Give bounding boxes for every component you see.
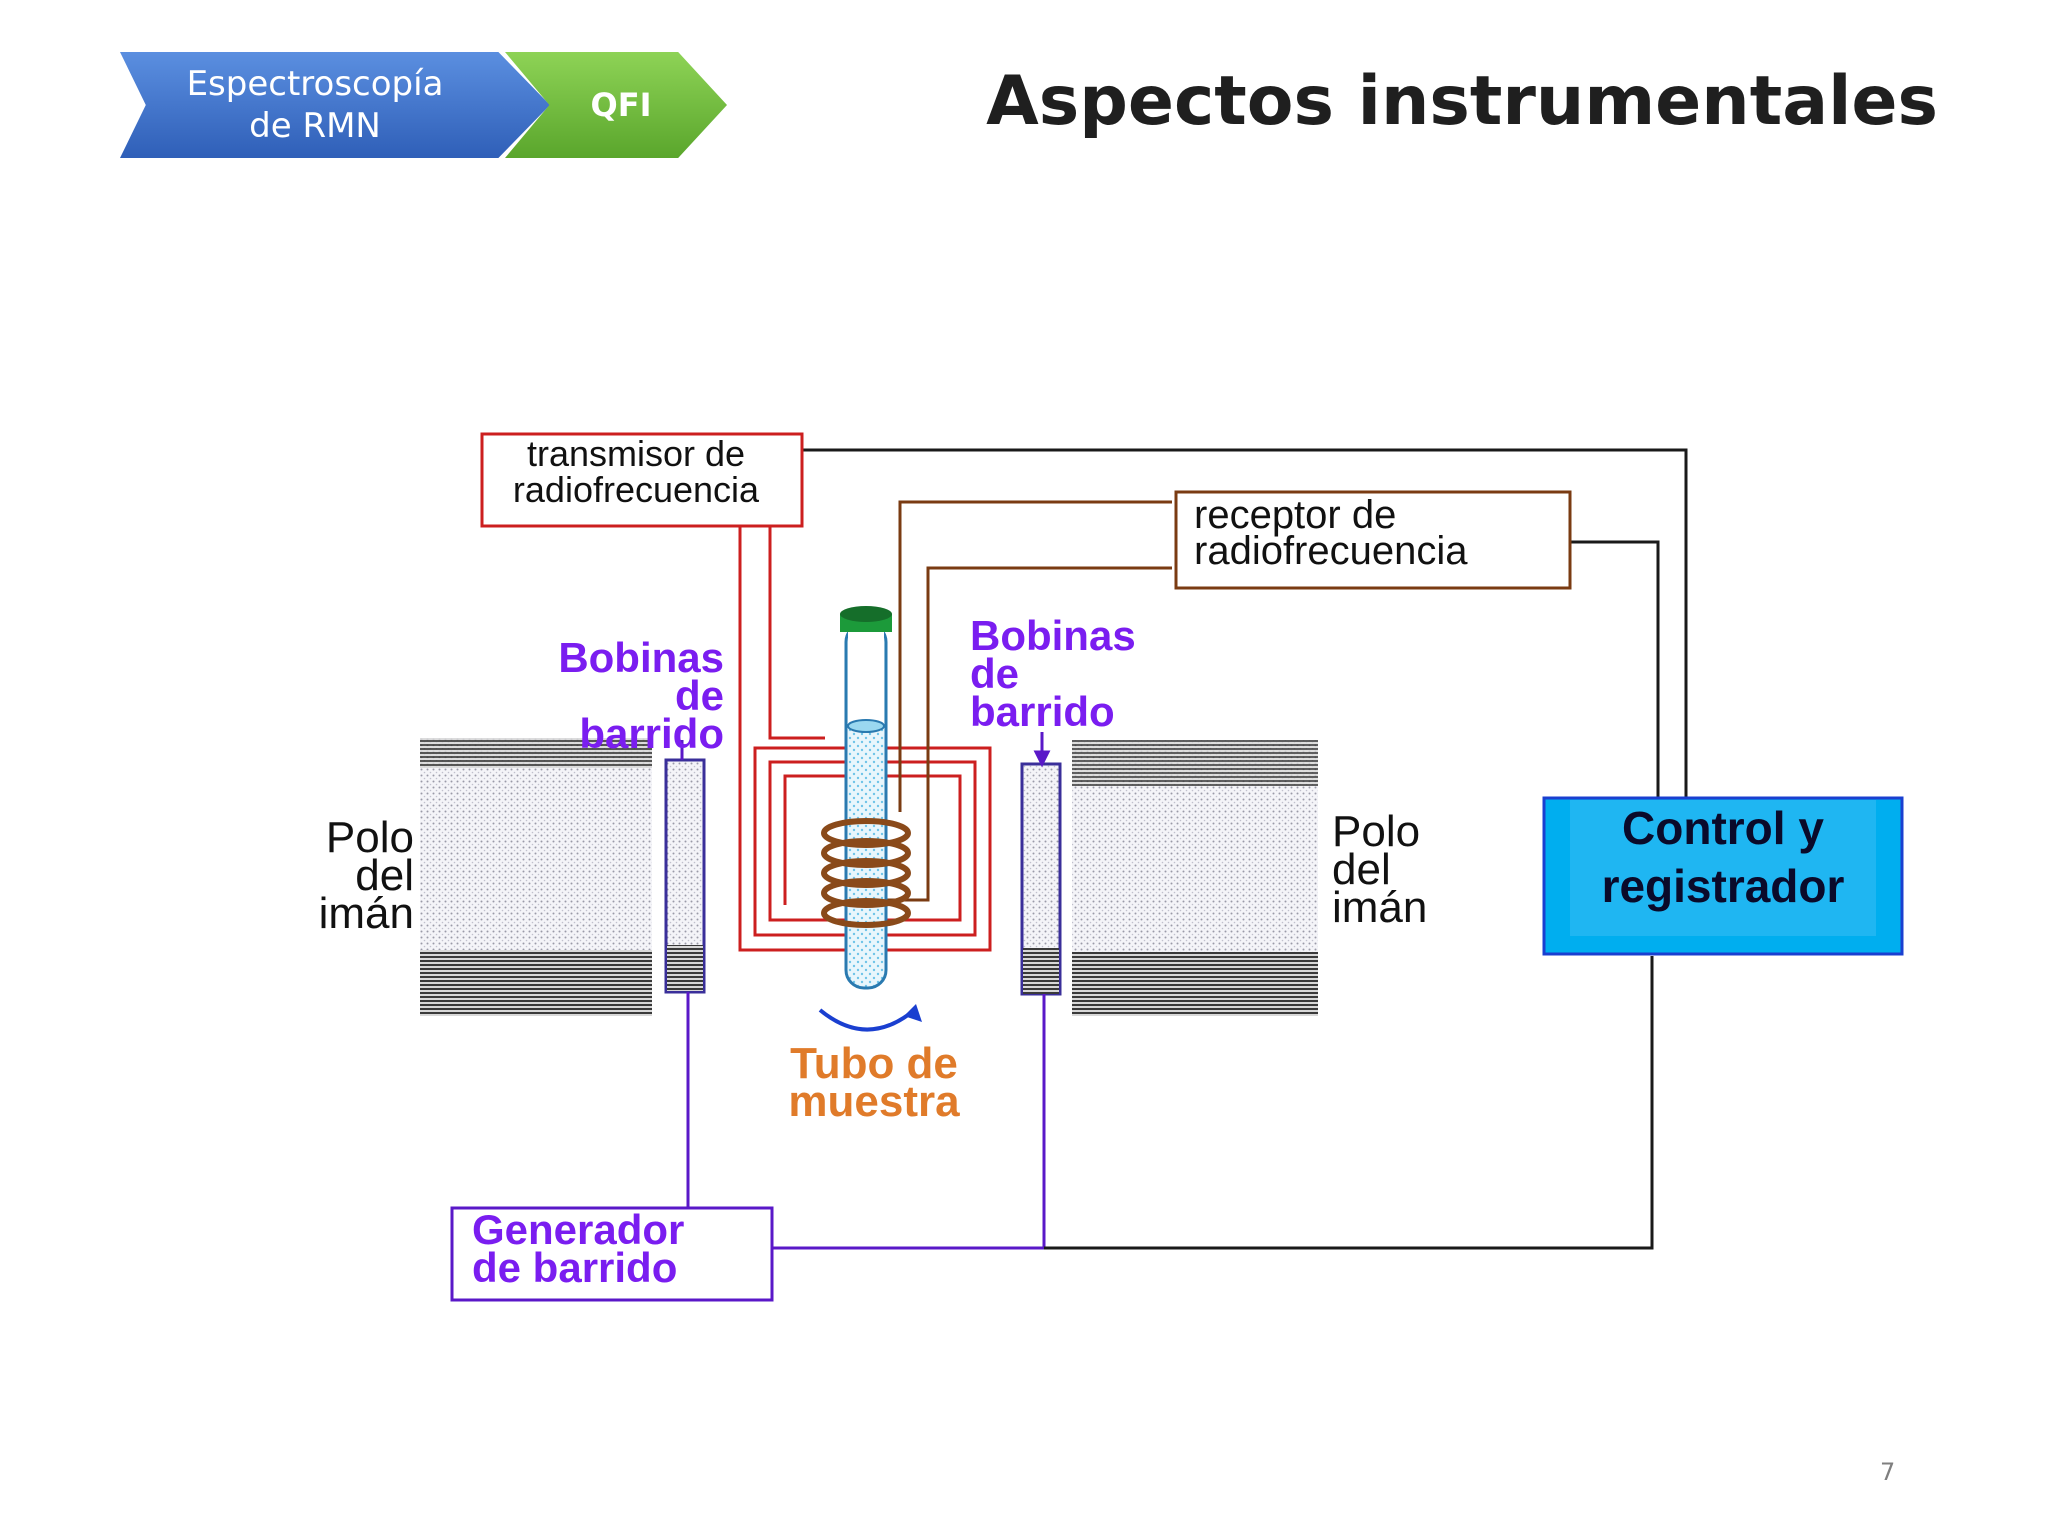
control-label-line2: registrador: [1602, 860, 1845, 912]
control-label-line1: Control y: [1622, 802, 1824, 854]
control-wires: [802, 448, 1688, 1250]
sample-tube-label: Tubo de muestra: [788, 1039, 960, 1126]
svg-text:Polo: Polo: [1332, 807, 1420, 856]
svg-text:muestra: muestra: [788, 1077, 960, 1126]
sample-tube: [840, 606, 892, 990]
svg-text:Polo: Polo: [326, 813, 414, 862]
sweep-wires: [680, 732, 1051, 1250]
breadcrumb-qfi-label: QFI: [590, 86, 652, 124]
svg-text:imán: imán: [1332, 883, 1427, 932]
breadcrumb-rmn-label: Espectroscopía de RMN: [186, 64, 444, 146]
transmitter-label-line2: radiofrecuencia: [513, 469, 760, 510]
page-title: Aspectos instrumentales: [986, 62, 1938, 141]
sweep-coils-label-left: Bobinas de barrido: [558, 634, 724, 757]
svg-text:barrido: barrido: [579, 710, 724, 757]
receiver-label-line1: receptor de: [1194, 493, 1396, 537]
magnet-pole-right: [1072, 740, 1318, 1016]
sweep-generator-label-line2: de barrido: [472, 1244, 677, 1291]
svg-text:de: de: [970, 650, 1019, 697]
sweep-generator-label-line1: Generador: [472, 1206, 684, 1253]
sweep-coil-left: [664, 758, 706, 994]
svg-text:del: del: [355, 851, 414, 900]
svg-text:de: de: [675, 672, 724, 719]
breadcrumb-qfi[interactable]: QFI: [505, 52, 727, 158]
receiver-box[interactable]: receptor de radiofrecuencia: [1174, 490, 1572, 590]
magnet-pole-label-left: Polo del imán: [319, 813, 414, 938]
magnet-pole-left: [420, 738, 652, 1016]
receiver-label-line2: radiofrecuencia: [1194, 529, 1468, 573]
svg-text:barrido: barrido: [970, 688, 1115, 735]
svg-text:Bobinas: Bobinas: [558, 634, 724, 681]
transmitter-label-line1: transmisor de: [527, 433, 745, 474]
transmitter-wires: [738, 522, 992, 952]
svg-text:imán: imán: [319, 889, 414, 938]
transmitter-box[interactable]: transmisor de radiofrecuencia: [480, 432, 804, 528]
magnet-pole-label-right: Polo del imán: [1332, 807, 1427, 932]
page-number: 7: [1880, 1458, 1896, 1486]
svg-text:Tubo de: Tubo de: [790, 1039, 958, 1088]
control-recorder-box[interactable]: Control y registrador: [1542, 796, 1904, 956]
sweep-coil-right: [1020, 762, 1062, 996]
svg-text:Bobinas: Bobinas: [970, 612, 1136, 659]
rotation-arrow: [818, 1004, 922, 1032]
svg-text:del: del: [1332, 845, 1391, 894]
rf-coil: [821, 818, 911, 928]
breadcrumb-rmn[interactable]: Espectroscopía de RMN: [120, 52, 550, 158]
sweep-generator-box[interactable]: Generador de barrido: [450, 1206, 774, 1302]
sweep-coils-label-right: Bobinas de barrido: [970, 612, 1136, 735]
